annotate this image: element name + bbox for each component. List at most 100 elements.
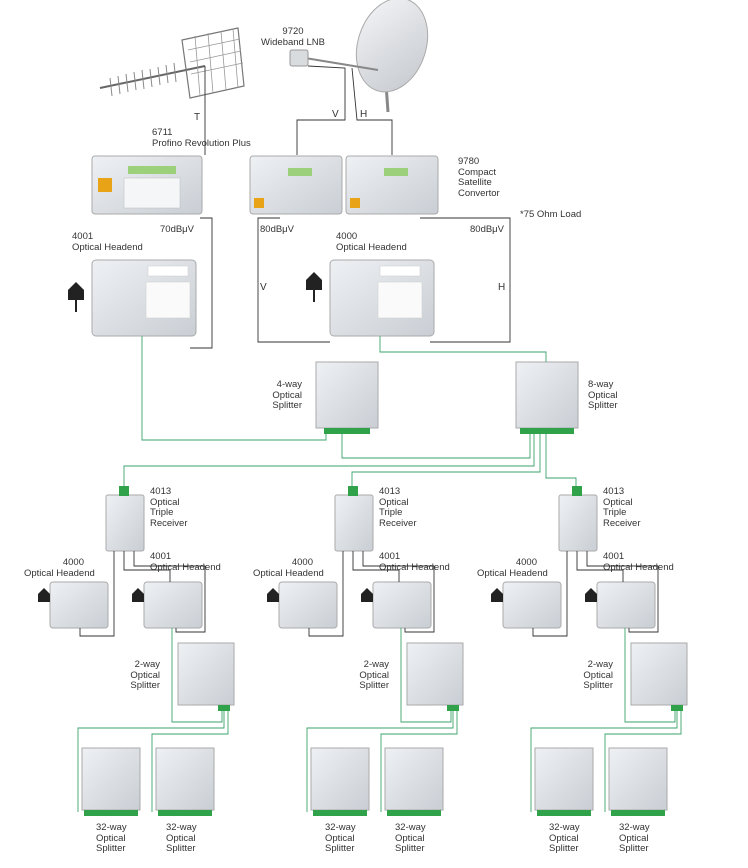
branch-2 (267, 486, 464, 816)
receiver-fiber-connector (348, 486, 358, 496)
splitter-connector (84, 810, 138, 816)
coax-cable (133, 551, 206, 633)
receiver-branches (38, 486, 688, 816)
splitter-32way-a (310, 747, 370, 811)
satellite-convertor-left (249, 155, 343, 215)
coax-cable (586, 551, 659, 633)
branch-headend-a (278, 581, 338, 629)
terrestrial-amplifier (91, 155, 203, 215)
pol-h-label: H (360, 109, 367, 120)
power-plug-icon (361, 588, 373, 602)
headend-h-label: H (498, 282, 505, 293)
power-plug-icon (585, 588, 597, 602)
fiber-cable (624, 628, 676, 723)
coax-cable (352, 551, 400, 582)
splitter-connector (387, 810, 441, 816)
splitter-2way (406, 642, 464, 706)
splitter-connector (447, 705, 459, 711)
convertor-level-right: 80dBμV (470, 224, 504, 235)
coax-cable (79, 551, 115, 637)
fiber-cable (77, 711, 225, 812)
antenna-terminal-label: T (194, 112, 200, 123)
fiber-cables (123, 336, 577, 486)
splitter-32way-b (608, 747, 668, 811)
branch-headend-b (596, 581, 656, 629)
branch-headend-a (49, 581, 109, 629)
fiber-cable (151, 711, 229, 812)
power-plug-icon (132, 588, 144, 602)
optical-triple-receiver (334, 494, 374, 552)
fiber-cable (604, 711, 682, 812)
fiber-cable (171, 628, 223, 723)
splitter-connector (671, 705, 683, 711)
fiber-cable (306, 711, 454, 812)
fiber-cable (380, 711, 458, 812)
splitter-2way (630, 642, 688, 706)
receiver-fiber-connector (572, 486, 582, 496)
splitter-32way-a (81, 747, 141, 811)
brand-logo (98, 178, 112, 192)
fiber-cable (530, 711, 678, 812)
branch-1 (38, 486, 235, 816)
splitter-connector (218, 705, 230, 711)
main-headend-4000 (329, 259, 435, 337)
fiber-cable (400, 628, 452, 723)
coax-cable (308, 551, 344, 637)
splitter-2way (177, 642, 235, 706)
branch-headend-b (372, 581, 432, 629)
splitter-32way-b (155, 747, 215, 811)
terrestrial-antenna-icon (99, 27, 245, 155)
pol-v-label: V (332, 109, 339, 120)
satellite-dish-icon (289, 0, 429, 113)
coax-cable (532, 551, 568, 637)
convertor-level-left: 80dBμV (260, 224, 294, 235)
splitter-connector (313, 810, 367, 816)
splitter-connector (611, 810, 665, 816)
splitter-connector (158, 810, 212, 816)
main-headend-4001 (91, 259, 197, 337)
coax-cable (576, 551, 624, 582)
branch-3 (491, 486, 688, 816)
receiver-fiber-connector (119, 486, 129, 496)
optical-triple-receiver (558, 494, 598, 552)
branch-headend-a (502, 581, 562, 629)
load-note: *75 Ohm Load (520, 209, 582, 220)
coax-cable (123, 551, 171, 582)
power-plug-icon (38, 588, 50, 602)
amplifier-level: 70dBμV (160, 224, 194, 235)
splitter-connector (537, 810, 591, 816)
splitter-32way-a (534, 747, 594, 811)
splitter-4way (315, 361, 379, 434)
power-plug-icon (306, 272, 322, 302)
splitter-8way (515, 361, 579, 434)
headend-v-label: V (260, 282, 267, 293)
coax-cable (362, 551, 435, 633)
power-plug-icon (491, 588, 503, 602)
optical-triple-receiver (105, 494, 145, 552)
satellite-convertor-right (345, 155, 439, 215)
